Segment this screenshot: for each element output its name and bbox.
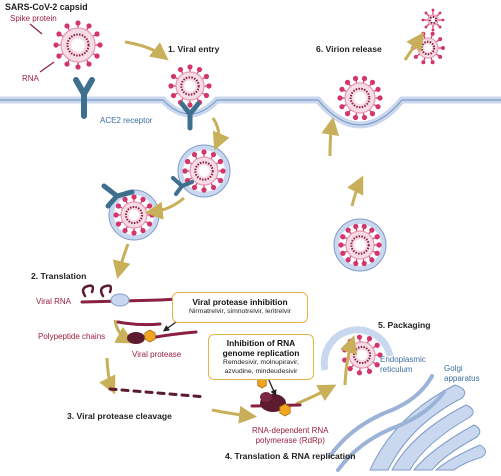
virion-binding (168, 64, 212, 108)
polypeptide-fragment (192, 394, 202, 398)
rdrp-label: RNA-dependent RNA polymerase (RdRp) (252, 426, 328, 446)
rna-inhibition-title-line1: Inhibition of RNA (226, 338, 296, 348)
cleaved-polypeptide-fragments (108, 387, 202, 398)
polypeptide-chains-label: Polypeptide chains (38, 332, 106, 341)
step-6-label: 6. Virion release (316, 44, 382, 54)
viral-protease-icons (144, 329, 291, 417)
rna-inhibition-title-line2: genome replication (222, 348, 300, 358)
virion-endosome (177, 144, 231, 198)
protease-inhibitor-drugs: Nirmatrelvir, simnotrelvir, leritrelvir (189, 308, 291, 315)
diagram-title: SARS-CoV-2 capsid (5, 2, 88, 12)
rna-inhibitor-drugs-line2: azvudine, mindeudesivir (224, 368, 298, 375)
golgi-label-line1: Golgi (444, 364, 463, 373)
polypeptide-fragment (108, 387, 118, 391)
virion-vesicle (333, 218, 387, 272)
polypeptide-fragment (180, 393, 190, 397)
ace2-receptor-icon (73, 77, 95, 119)
ace2-receptor-uncoating-icon (101, 183, 135, 209)
polypeptide-fragment (144, 390, 154, 394)
step-4-label: 4. Translation & RNA replication (225, 451, 356, 461)
label-pointers (29, 23, 55, 73)
spike-protein-label: Spike protein (10, 14, 57, 23)
ace2-receptor-endosome-icon (171, 176, 194, 196)
protease-hexagon-icon (144, 329, 156, 343)
viral-protease-label: Viral protease (132, 350, 182, 359)
golgi-label: Golgi apparatus (444, 364, 480, 384)
cell-membrane (0, 96, 501, 129)
er-label: Endoplasmic reticulum (380, 355, 426, 375)
golgi-apparatus (369, 384, 486, 471)
golgi-label-line2: apparatus (444, 374, 480, 383)
step-3-label: 3. Viral protease cleavage (67, 411, 172, 421)
rna-label: RNA (22, 74, 39, 83)
virion-budding (337, 75, 383, 121)
polypeptide-fragment (168, 392, 178, 396)
viral-rna-label: Viral RNA (36, 297, 71, 306)
protease-inhibition-title: Viral protease inhibition (192, 297, 288, 307)
rdrp-protease-hexagon-icon (279, 403, 291, 417)
virion-released (411, 31, 445, 65)
polypeptide-fragment (156, 391, 166, 395)
ace2-receptor-label: ACE2 receptor (100, 116, 153, 125)
rdrp-label-line1: RNA-dependent RNA (252, 426, 329, 435)
virions (53, 8, 445, 376)
virion-capsid (53, 20, 103, 70)
protease-inhibition-box: Viral protease inhibition Nirmatrelvir, … (172, 292, 308, 323)
flow-arrows (99, 32, 425, 424)
endoplasmic-reticulum (328, 374, 446, 472)
ace2-receptor-bound-icon (179, 101, 201, 131)
polypeptide-fragment (132, 389, 142, 393)
step-1-label: 1. Viral entry (168, 44, 220, 54)
rdrp-label-line2: polymerase (RdRp) (255, 436, 325, 445)
rna-inhibitor-drugs-line1: Remdesivir, molnupiravir, (223, 359, 299, 366)
er-label-line1: Endoplasmic (380, 355, 426, 364)
er-budding-membrane (320, 326, 394, 371)
inhibitor-hexagon-icon (257, 377, 267, 389)
virion-released-small (421, 8, 445, 32)
step-5-label: 5. Packaging (378, 320, 431, 330)
rna-replication-inhibition-box: Inhibition of RNA genome replication Rem… (208, 334, 314, 380)
er-label-line2: reticulum (380, 365, 413, 374)
polypeptide-fragment (120, 388, 130, 392)
ribosome-icon (110, 293, 145, 344)
step-2-label: 2. Translation (31, 271, 87, 281)
